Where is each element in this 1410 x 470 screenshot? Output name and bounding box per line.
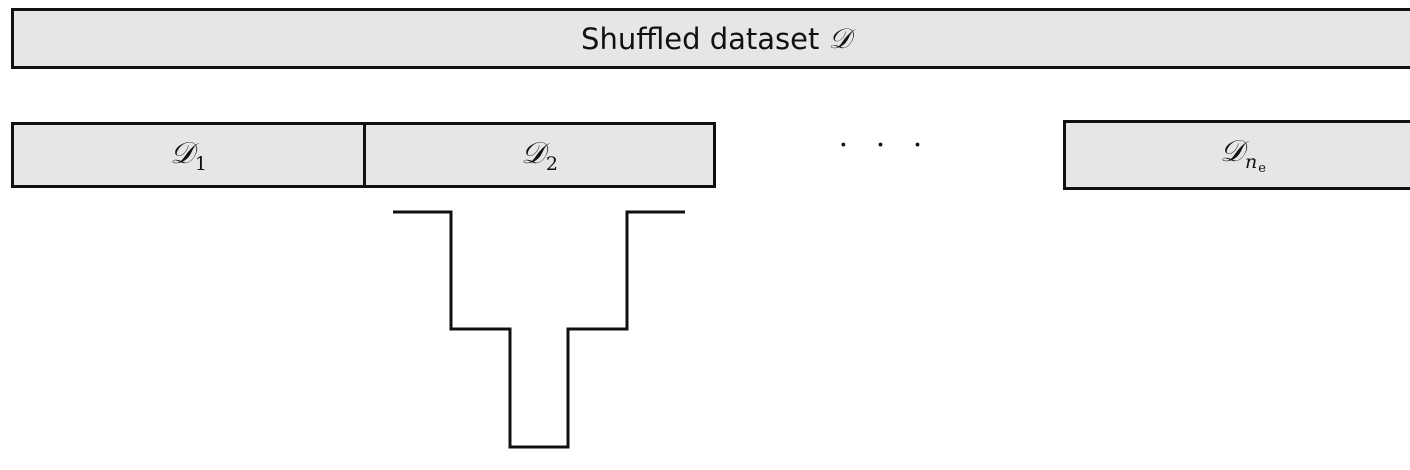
dataset-label: Shuffled dataset <box>581 21 829 56</box>
shuffled-dataset-bar: Shuffled dataset 𝒟 <box>11 8 1410 69</box>
partition-ne-subscript: ne <box>1245 151 1266 176</box>
partition-ne-symbol: 𝒟 <box>1220 134 1244 169</box>
partition-2-symbol: 𝒟 <box>520 135 545 171</box>
partition-ne-label: 𝒟ne <box>1220 134 1266 176</box>
funnel-path <box>393 210 685 449</box>
ellipsis: · · · <box>838 128 932 163</box>
partition-2-box: 𝒟2 <box>363 122 716 188</box>
partition-1-symbol: 𝒟 <box>169 135 194 171</box>
partition-ne-box: 𝒟ne <box>1063 120 1410 190</box>
partition-2-subscript: 2 <box>545 152 559 175</box>
partition-1-subscript: 1 <box>194 152 208 175</box>
partition-ne-subscript-n: n <box>1245 151 1258 173</box>
partition-ne-subscript-e: e <box>1258 161 1266 176</box>
partition-1-label: 𝒟1 <box>170 136 207 175</box>
dataset-symbol: 𝒟 <box>828 21 851 55</box>
partition-1-box: 𝒟1 <box>11 122 366 188</box>
partition-2-label: 𝒟2 <box>521 136 558 175</box>
